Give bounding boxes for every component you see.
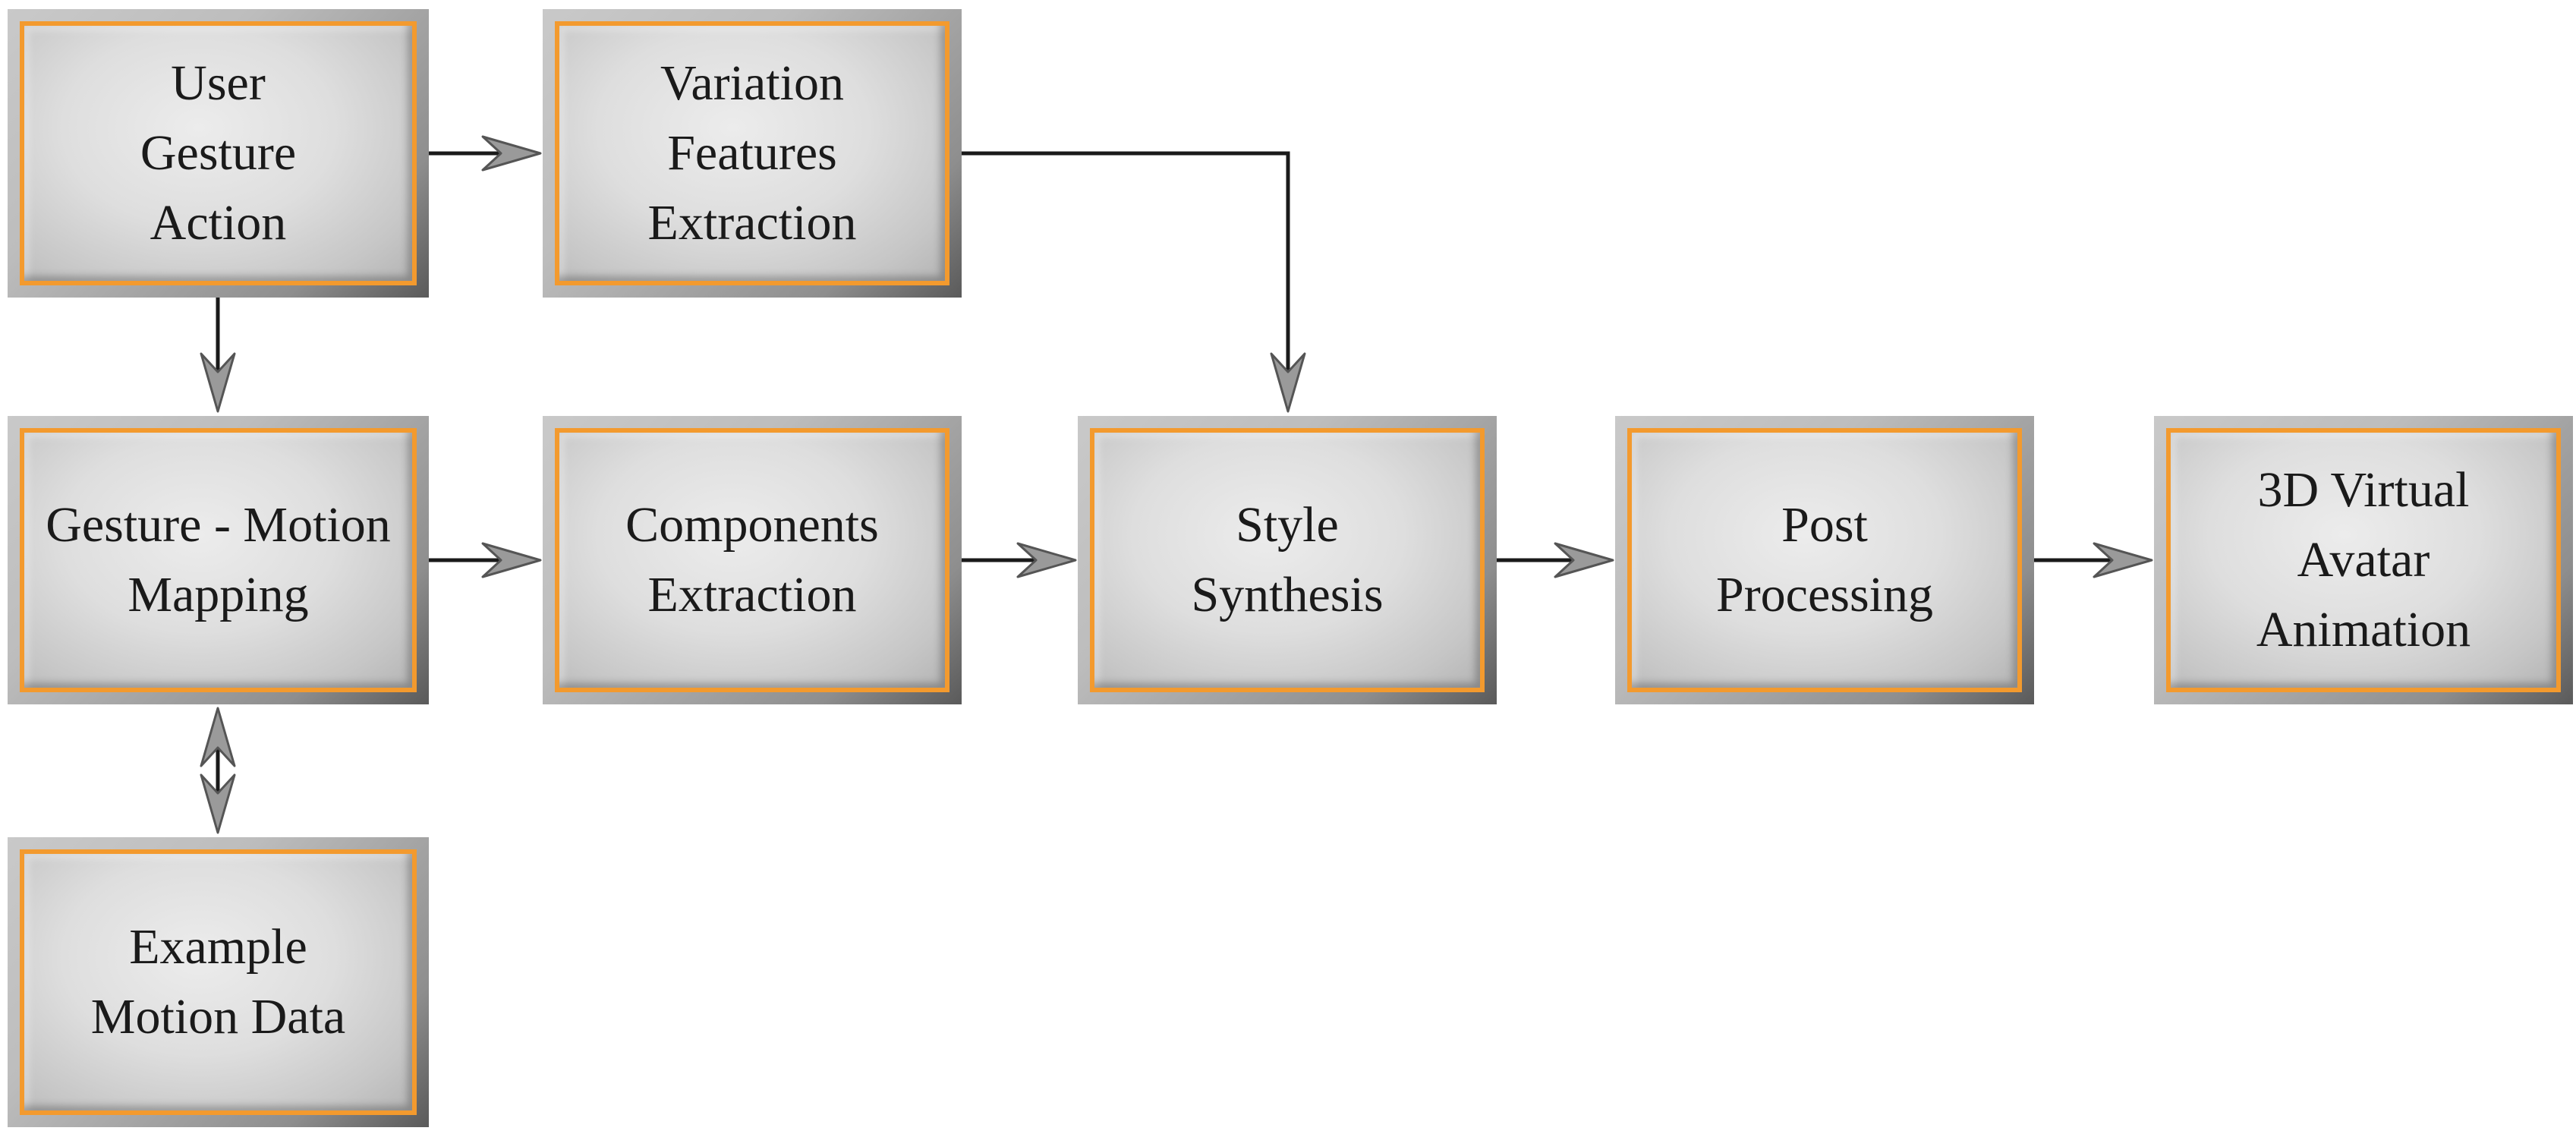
node-components-extraction-label: Components Extraction [625,497,879,622]
node-variation-features-extraction-frame: Variation Features Extraction [555,21,949,285]
node-post-processing: Post Processing [1615,416,2034,704]
node-variation-features-extraction: Variation Features Extraction [543,9,962,298]
node-post-processing-frame: Post Processing [1627,428,2022,692]
node-user-gesture-action-label: User Gesture Action [140,55,297,250]
node-variation-features-extraction-label: Variation Features Extraction [647,55,857,250]
node-components-extraction: Components Extraction [543,416,962,704]
arrow-components-to-style-synthesis [962,542,1077,578]
node-style-synthesis: Style Synthesis [1078,416,1497,704]
node-avatar-animation-frame: 3D Virtual Avatar Animation [2166,428,2561,692]
arrow-gesture-mapping-example-motion-bidirectional [200,707,236,834]
node-style-synthesis-label: Style Synthesis [1191,497,1384,622]
node-avatar-animation: 3D Virtual Avatar Animation [2154,416,2573,704]
node-post-processing-label: Post Processing [1716,497,1933,622]
arrow-style-synthesis-to-post-processing [1497,542,1614,578]
node-gesture-motion-mapping-frame: Gesture - Motion Mapping [20,428,417,692]
node-example-motion-data: Example Motion Data [8,837,429,1127]
node-gesture-motion-mapping-label: Gesture - Motion Mapping [46,497,391,622]
node-example-motion-data-label: Example Motion Data [90,919,346,1044]
arrow-user-gesture-to-variation-features [429,135,542,172]
arrow-user-gesture-to-gesture-mapping [200,298,236,413]
arrow-post-processing-to-avatar-animation [2034,542,2153,578]
node-components-extraction-frame: Components Extraction [555,428,949,692]
node-gesture-motion-mapping: Gesture - Motion Mapping [8,416,429,704]
arrow-gesture-mapping-to-components [429,542,542,578]
node-avatar-animation-label: 3D Virtual Avatar Animation [2256,462,2471,657]
node-example-motion-data-frame: Example Motion Data [20,849,417,1115]
node-style-synthesis-frame: Style Synthesis [1090,428,1485,692]
arrow-variation-features-to-style-synthesis [962,151,1306,413]
node-user-gesture-action: User Gesture Action [8,9,429,298]
node-user-gesture-action-frame: User Gesture Action [20,21,417,285]
